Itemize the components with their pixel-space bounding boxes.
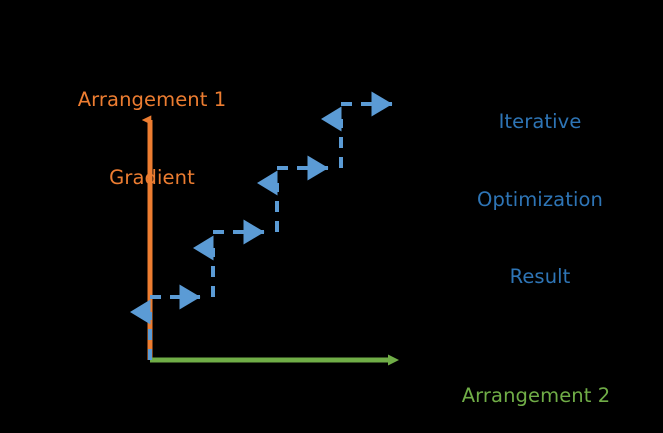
x-axis-label: Arrangement 2 Gradient xyxy=(420,332,652,433)
x-axis-label-line1: Arrangement 2 xyxy=(461,384,611,408)
result-label-line3: Result xyxy=(509,264,571,288)
result-label: Iterative Optimization Result xyxy=(438,58,642,341)
optimization-path-group xyxy=(130,91,393,360)
y-axis-label: Arrangement 1 Gradient xyxy=(44,36,260,242)
result-label-line1: Iterative xyxy=(498,110,582,134)
result-label-line2: Optimization xyxy=(477,187,603,211)
y-axis-label-line1: Arrangement 1 xyxy=(77,88,227,112)
y-axis-label-line2: Gradient xyxy=(109,165,195,189)
